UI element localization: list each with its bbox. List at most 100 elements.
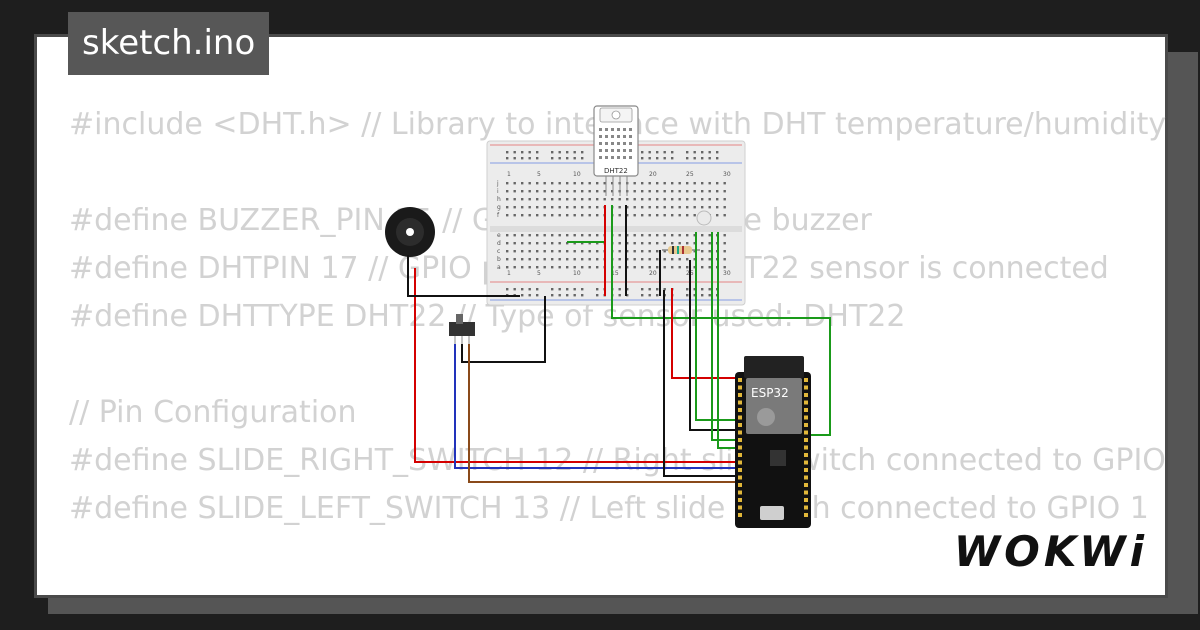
breadboard-hole: [671, 190, 674, 193]
breadboard-hole: [693, 266, 696, 269]
sensor-vent: [605, 156, 608, 159]
code-line: #define DHTTYPE DHT22 // Type of sensor …: [69, 299, 906, 334]
breadboard-hole: [671, 242, 674, 245]
breadboard-hole: [626, 250, 629, 253]
sensor-vent: [611, 149, 614, 152]
breadboard-hole: [656, 250, 659, 253]
row-letter: a: [497, 264, 501, 271]
breadboard-hole: [648, 157, 651, 160]
sensor-vent: [605, 135, 608, 138]
breadboard-hole: [701, 234, 704, 237]
breadboard-hole: [536, 250, 539, 253]
breadboard-hole: [708, 250, 711, 253]
breadboard-hole: [558, 182, 561, 185]
breadboard-hole: [566, 288, 569, 291]
breadboard-hole: [506, 234, 509, 237]
breadboard-hole: [708, 198, 711, 201]
breadboard-hole: [648, 266, 651, 269]
breadboard-hole: [543, 234, 546, 237]
breadboard-hole: [648, 234, 651, 237]
breadboard-hole: [716, 198, 719, 201]
breadboard-hole: [566, 198, 569, 201]
sensor-vent: [629, 135, 632, 138]
resistor[interactable]: [662, 246, 700, 254]
dht22-sensor[interactable]: DHT22: [593, 105, 639, 196]
breadboard-hole: [513, 266, 516, 269]
breadboard-hole: [558, 198, 561, 201]
breadboard-hole: [686, 214, 689, 217]
breadboard-hole: [716, 190, 719, 193]
sensor-vent: [599, 156, 602, 159]
breadboard-hole: [641, 258, 644, 261]
breadboard-hole: [686, 288, 689, 291]
breadboard-hole: [656, 151, 659, 154]
breadboard-hole: [603, 190, 606, 193]
breadboard-hole: [663, 266, 666, 269]
breadboard-hole: [693, 242, 696, 245]
breadboard-hole: [573, 258, 576, 261]
breadboard-hole: [701, 151, 704, 154]
breadboard-hole: [648, 288, 651, 291]
header-pin: [804, 385, 808, 390]
breadboard-hole: [626, 206, 629, 209]
breadboard-hole: [536, 242, 539, 245]
breadboard-hole: [618, 294, 621, 297]
breadboard-hole: [633, 258, 636, 261]
breadboard-hole: [581, 288, 584, 291]
breadboard-hole: [543, 250, 546, 253]
breadboard-hole: [708, 258, 711, 261]
code-line: // Pin Configuration: [69, 395, 357, 430]
breadboard-hole: [551, 288, 554, 291]
slide-switch[interactable]: [449, 314, 475, 344]
breadboard-hole: [701, 250, 704, 253]
breadboard-hole: [641, 214, 644, 217]
breadboard-hole: [686, 266, 689, 269]
breadboard-hole: [581, 190, 584, 193]
breadboard-hole: [543, 258, 546, 261]
breadboard-hole: [656, 214, 659, 217]
col-number: 15: [611, 270, 619, 277]
header-pin: [804, 378, 808, 382]
breadboard-hole: [678, 214, 681, 217]
breadboard-hole: [663, 250, 666, 253]
breadboard-hole: [596, 190, 599, 193]
breadboard-hole: [596, 288, 599, 291]
breadboard-hole: [626, 288, 629, 291]
sensor-vent: [611, 135, 614, 138]
breadboard-hole: [648, 294, 651, 297]
breadboard-hole: [596, 206, 599, 209]
header-pin: [804, 513, 808, 517]
breadboard-hole: [686, 157, 689, 160]
breadboard-hole: [528, 214, 531, 217]
breadboard-hole: [648, 242, 651, 245]
breadboard-hole: [566, 234, 569, 237]
breadboard-hole: [588, 198, 591, 201]
breadboard-hole: [588, 266, 591, 269]
breadboard-hole: [641, 190, 644, 193]
rgb-led[interactable]: [696, 210, 712, 226]
breadboard-hole: [663, 258, 666, 261]
breadboard-hole: [528, 198, 531, 201]
header-pin: [738, 468, 742, 472]
breadboard-hole: [521, 190, 524, 193]
breadboard-hole: [663, 234, 666, 237]
breadboard-hole: [588, 242, 591, 245]
breadboard-hole: [566, 206, 569, 209]
breadboard-hole: [618, 288, 621, 291]
breadboard-hole: [716, 151, 719, 154]
buzzer[interactable]: [385, 207, 435, 257]
breadboard-hole: [723, 242, 726, 245]
breadboard-hole: [633, 190, 636, 193]
breadboard-hole: [693, 288, 696, 291]
breadboard-hole: [701, 206, 704, 209]
breadboard-hole: [701, 157, 704, 160]
breadboard-hole: [693, 234, 696, 237]
filename-tab[interactable]: sketch.ino: [68, 12, 270, 75]
breadboard-hole: [536, 157, 539, 160]
breadboard-hole: [678, 190, 681, 193]
header-pin: [738, 385, 742, 390]
breadboard-hole: [506, 206, 509, 209]
breadboard-hole: [678, 266, 681, 269]
esp32-board[interactable]: ESP32: [735, 356, 811, 528]
breadboard-hole: [663, 214, 666, 217]
